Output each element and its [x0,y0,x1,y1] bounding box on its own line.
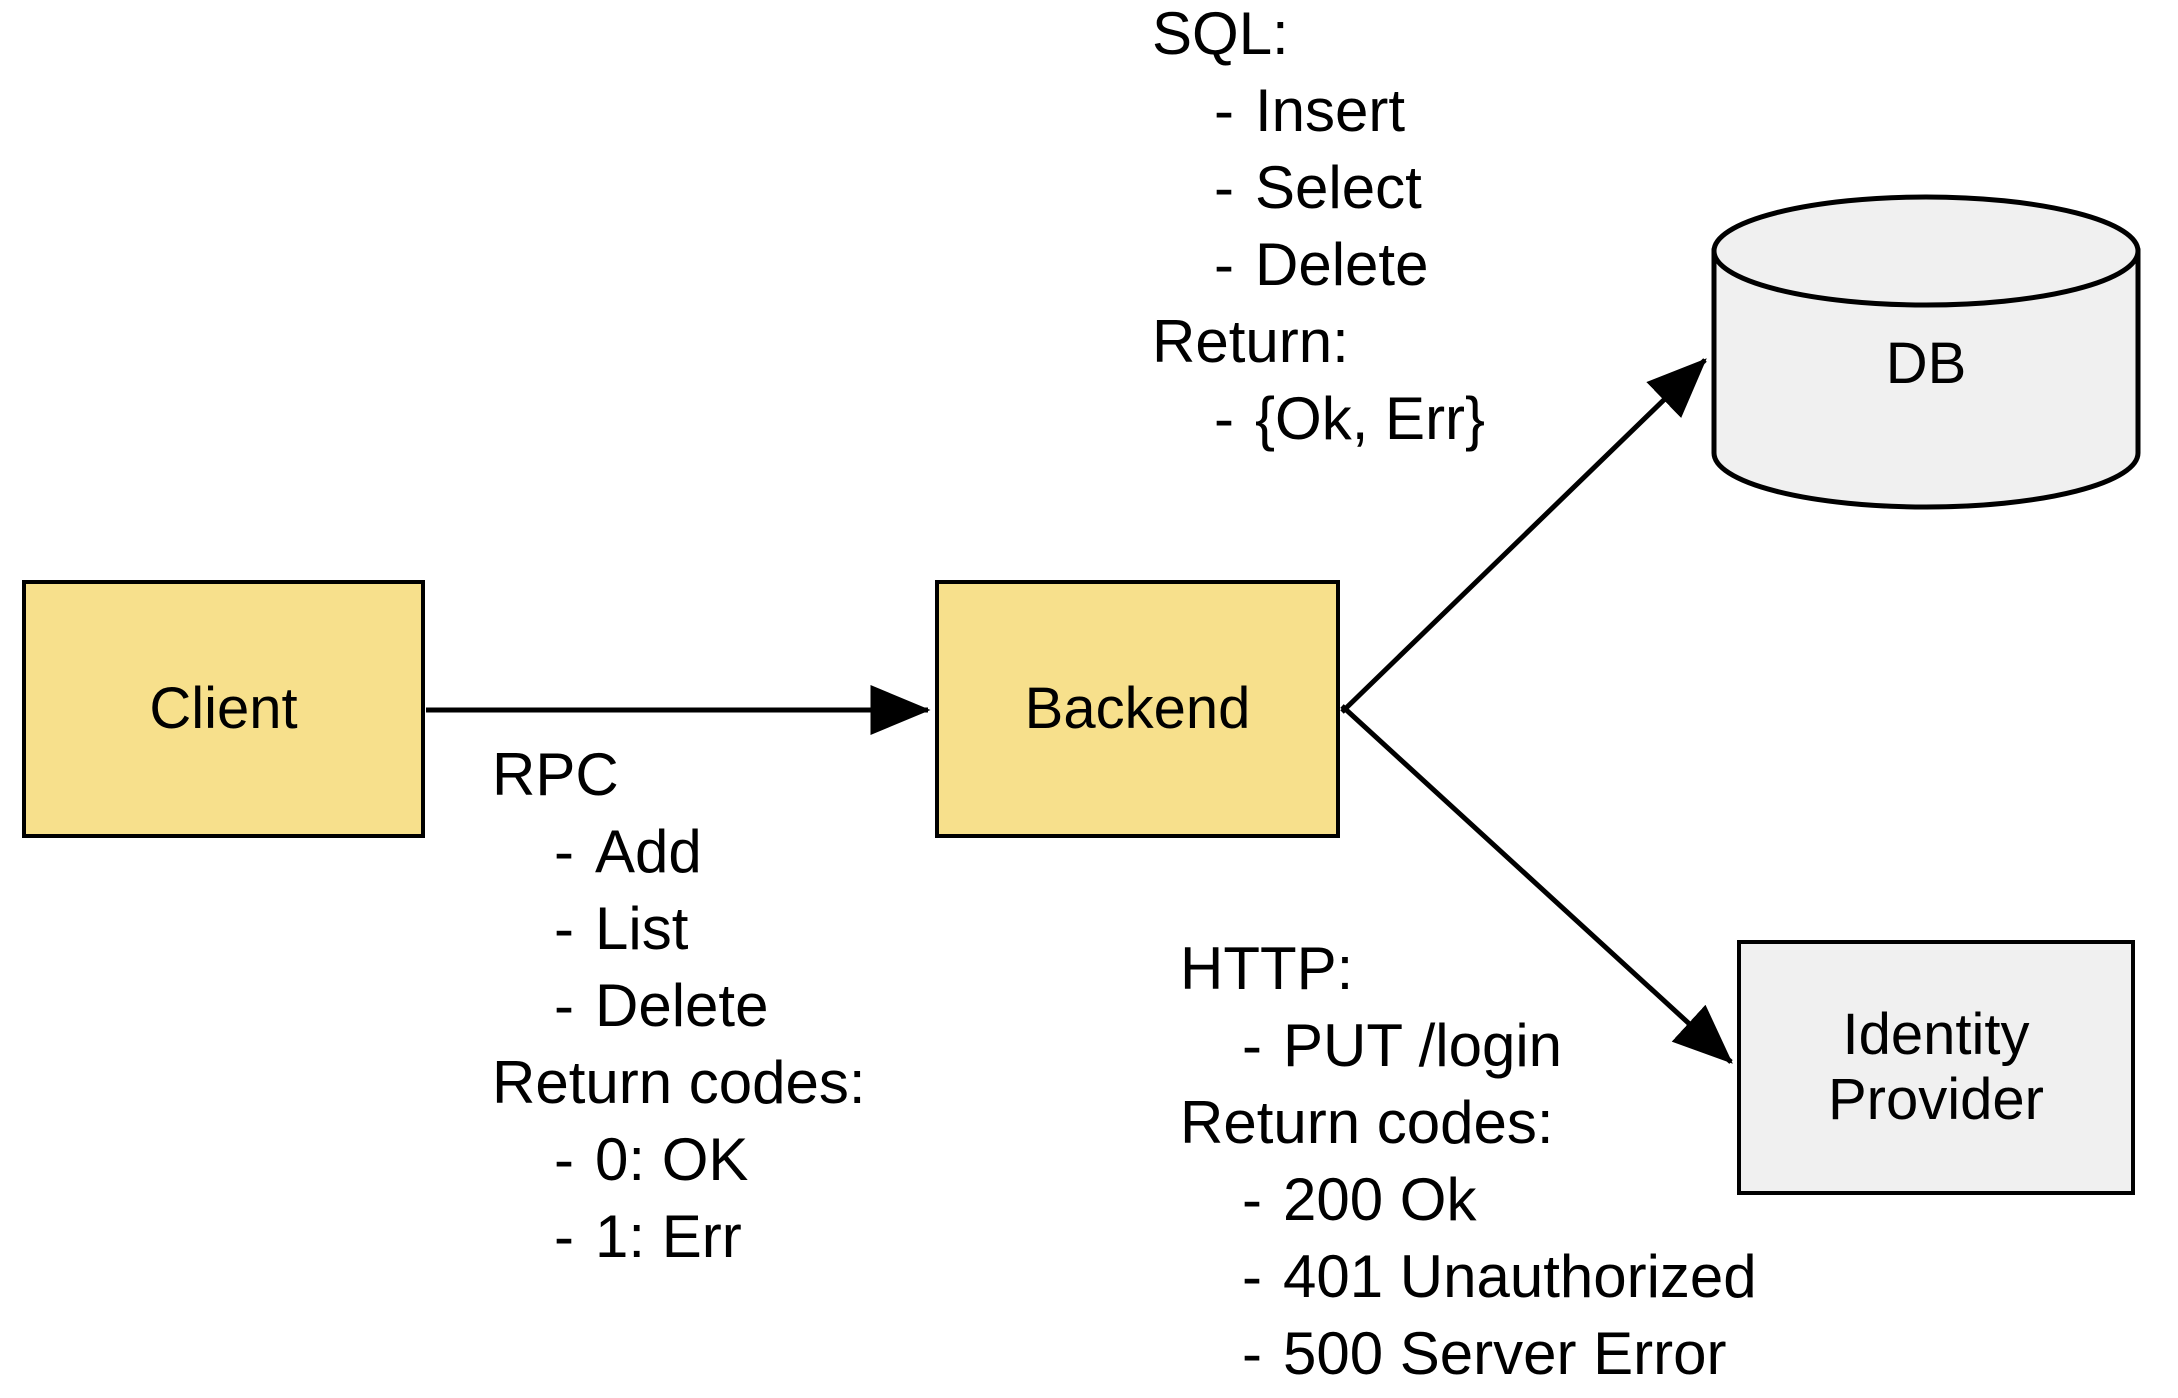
bullet-dash-icon: - [1242,1243,1262,1310]
node-client-label: Client [149,675,298,741]
node-backend-label: Backend [1024,675,1251,741]
rpc-annotation: RPC -Add -List -Delete Return codes: -0:… [492,736,866,1275]
sql-method-item: -Insert [1152,72,1485,149]
node-identity-provider[interactable]: Identity Provider [1737,940,2135,1195]
http-protocol-heading: HTTP: [1180,935,1354,1002]
sql-method-label: Delete [1255,231,1429,298]
sql-return-item: -{Ok, Err} [1152,380,1485,457]
bullet-dash-icon: - [1214,77,1234,144]
sql-method-item: -Select [1152,149,1485,226]
bullet-dash-icon: - [554,1203,574,1270]
rpc-returns-heading: Return codes: [492,1049,866,1116]
node-client[interactable]: Client [22,580,425,838]
rpc-method-label: List [595,895,689,962]
http-return-label: 200 Ok [1283,1166,1477,1233]
sql-method-item: -Delete [1152,226,1485,303]
http-return-item: -200 Ok [1180,1161,1757,1238]
node-db-label: DB [1885,330,1967,396]
sql-return-label: {Ok, Err} [1255,385,1486,452]
rpc-protocol-heading: RPC [492,741,619,808]
rpc-method-item: -Delete [492,967,866,1044]
bullet-dash-icon: - [554,895,574,962]
rpc-method-item: -List [492,890,866,967]
bullet-dash-icon: - [1214,154,1234,221]
bullet-dash-icon: - [1214,231,1234,298]
rpc-return-item: -1: Err [492,1198,866,1275]
node-identity-provider-label: Identity Provider [1828,1001,2044,1132]
rpc-method-item: -Add [492,813,866,890]
rpc-return-item: -0: OK [492,1121,866,1198]
http-method-label: PUT /login [1283,1012,1563,1079]
http-returns-heading: Return codes: [1180,1089,1554,1156]
bullet-dash-icon: - [1214,385,1234,452]
node-db[interactable]: DB [1710,193,2142,511]
bullet-dash-icon: - [554,818,574,885]
bullet-dash-icon: - [1242,1166,1262,1233]
http-return-item: -500 Server Error [1180,1315,1757,1392]
database-cylinder-icon [1711,194,2141,510]
http-return-label: 401 Unauthorized [1283,1243,1757,1310]
node-backend[interactable]: Backend [935,580,1340,838]
bullet-dash-icon: - [554,1126,574,1193]
bullet-dash-icon: - [1242,1012,1262,1079]
rpc-return-label: 1: Err [595,1203,742,1270]
http-return-label: 500 Server Error [1283,1320,1727,1387]
sql-returns-heading: Return: [1152,308,1349,375]
http-return-item: -401 Unauthorized [1180,1238,1757,1315]
sql-protocol-heading: SQL: [1152,0,1289,67]
sql-annotation: SQL: -Insert -Select -Delete Return: -{O… [1152,0,1485,457]
bullet-dash-icon: - [1242,1320,1262,1387]
rpc-method-label: Add [595,818,702,885]
http-annotation: HTTP: -PUT /login Return codes: -200 Ok … [1180,930,1757,1392]
rpc-return-label: 0: OK [595,1126,749,1193]
bullet-dash-icon: - [554,972,574,1039]
sql-method-label: Insert [1255,77,1406,144]
http-method-item: -PUT /login [1180,1007,1757,1084]
rpc-method-label: Delete [595,972,769,1039]
sql-method-label: Select [1255,154,1422,221]
